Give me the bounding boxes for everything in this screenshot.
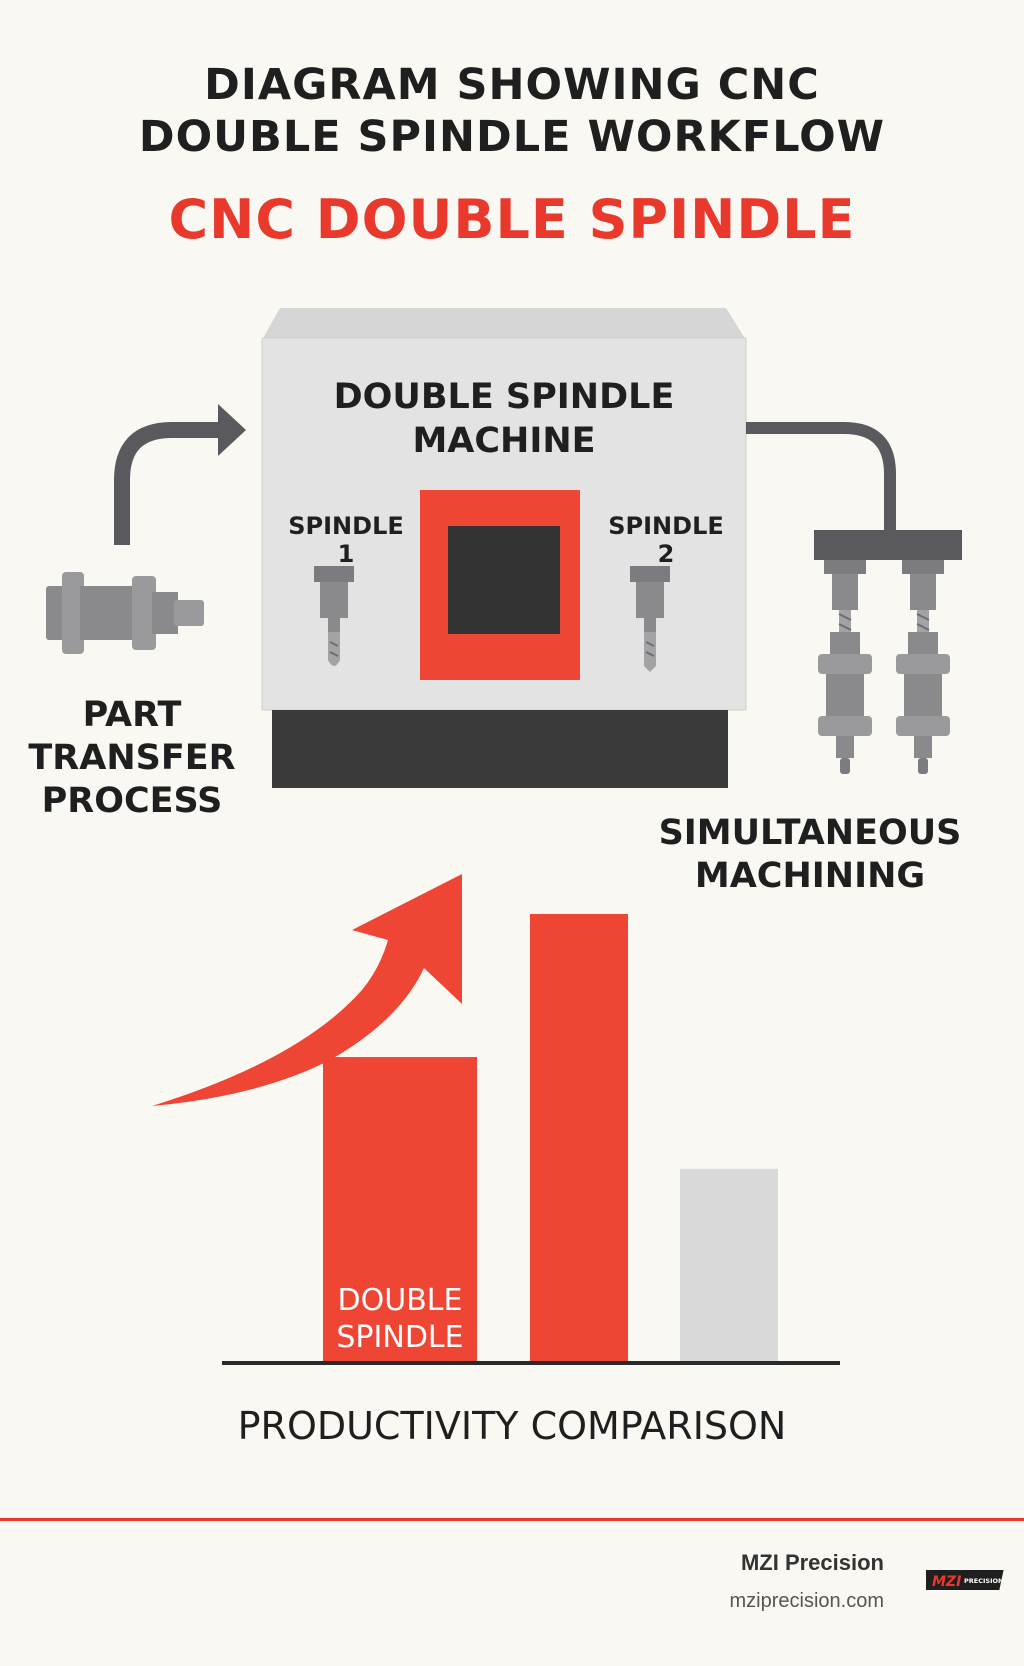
spindle-1-label: SPINDLE 1 — [288, 512, 404, 568]
simultaneous-line-2: MACHINING — [694, 856, 926, 896]
machine — [261, 308, 747, 788]
workpiece-icon — [46, 572, 204, 654]
double-tool-icon — [814, 530, 962, 774]
machine-window — [448, 526, 560, 634]
bar-label-line-1: DOUBLE — [337, 1283, 463, 1318]
machine-label-line-1: DOUBLE SPINDLE — [333, 377, 675, 417]
part-transfer-line-2: TRANSFER — [28, 738, 236, 778]
chart-title: PRODUCTIVITY COMPARISON — [237, 1404, 787, 1448]
spindle-2-tool-icon — [630, 566, 670, 672]
part-transfer-label: PART TRANSFER PROCESS — [14, 694, 250, 823]
machine-top — [262, 308, 746, 340]
title-line-1: DIAGRAM SHOWING CNC — [204, 60, 820, 110]
spindle-2-label: SPINDLE 2 — [608, 512, 724, 568]
bar-label-line-2: SPINDLE — [336, 1320, 464, 1355]
bar-label-double-spindle: DOUBLE SPINDLE — [323, 1282, 477, 1356]
footer-divider — [0, 1518, 1024, 1521]
chart-bar-1 — [323, 1057, 477, 1361]
growth-arrow-icon — [152, 874, 462, 1106]
machine-base — [272, 710, 728, 788]
brand-name: MZI Precision — [740, 1550, 884, 1575]
simultaneous-machining-label: SIMULTANEOUS MACHINING — [640, 812, 980, 898]
title-line-2: DOUBLE SPINDLE WORKFLOW — [138, 112, 886, 162]
svg-text:MZI: MZI — [932, 1574, 961, 1590]
transfer-arrow-shaft — [114, 422, 222, 545]
chart-bar-2 — [530, 914, 628, 1361]
part-transfer-line-3: PROCESS — [41, 781, 223, 821]
chart-bars — [323, 914, 778, 1361]
simultaneous-line-1: SIMULTANEOUS — [658, 813, 962, 853]
subtitle: CNC DOUBLE SPINDLE — [168, 188, 856, 251]
mzi-logo: MZI PRECISION — [926, 1570, 1004, 1590]
part-transfer-line-1: PART — [82, 695, 182, 735]
svg-text:PRECISION: PRECISION — [964, 1577, 1003, 1585]
brand-url-link[interactable]: mziprecision.com — [729, 1590, 884, 1612]
chart-baseline — [222, 1361, 840, 1365]
feed-pipe — [746, 422, 896, 536]
chart-bar-3 — [680, 1168, 778, 1361]
machine-label: DOUBLE SPINDLE MACHINE — [262, 375, 746, 463]
transfer-arrow-head — [218, 404, 246, 456]
machine-label-line-2: MACHINE — [412, 421, 596, 461]
spindle-1-tool-icon — [314, 566, 354, 666]
